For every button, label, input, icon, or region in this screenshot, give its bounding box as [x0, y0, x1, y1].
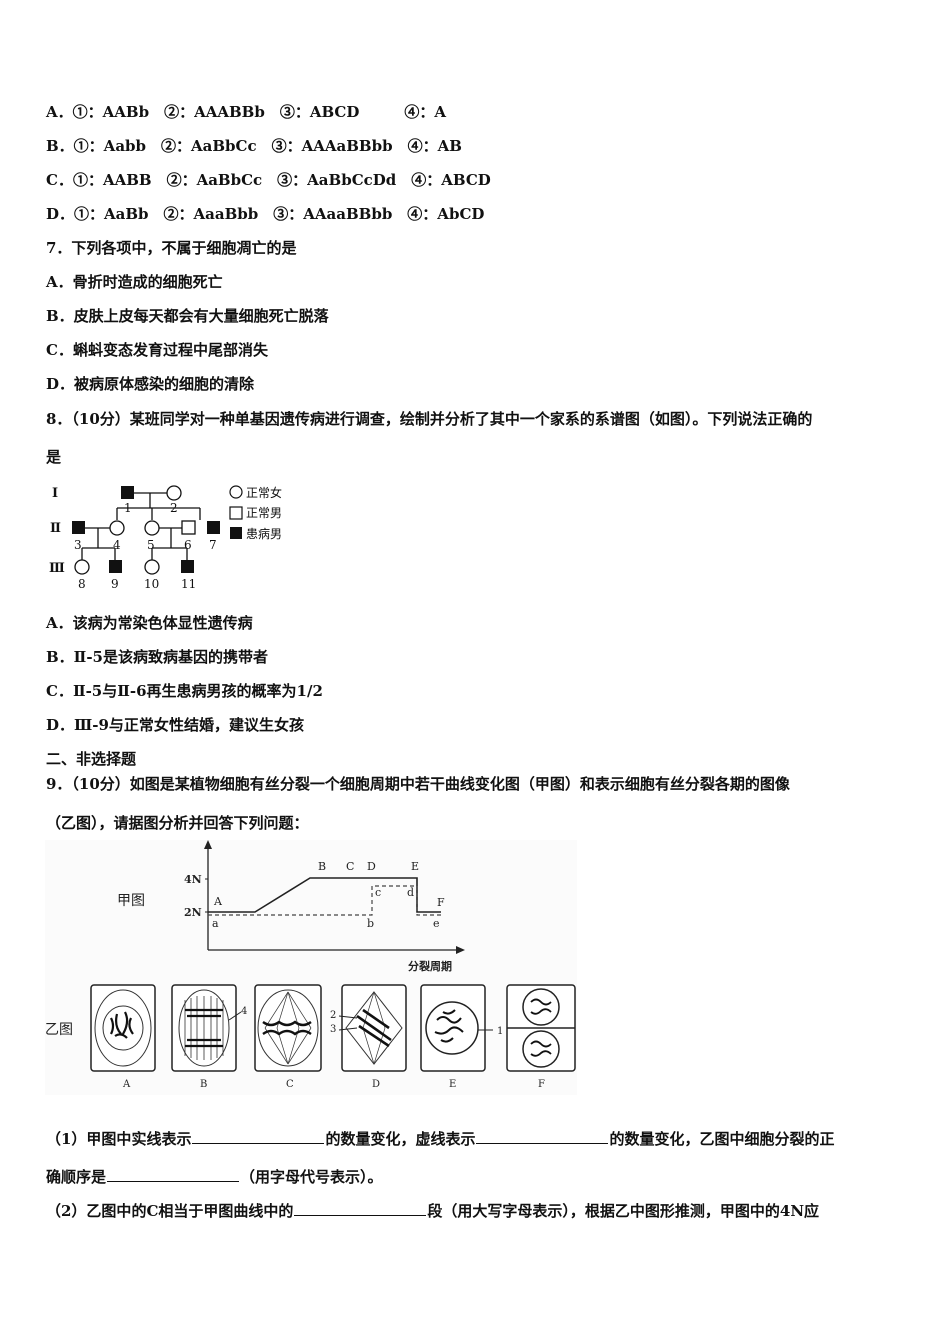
pedigree-chart: Ⅰ Ⅱ Ⅲ 1 2 3 4 5 6 7 — [49, 485, 282, 591]
q9-part1-line2: 确顺序是 （用字母代号表示）。 — [46, 1166, 383, 1187]
cell-b — [171, 984, 242, 1072]
pedigree-individual-1 — [121, 486, 134, 499]
pedigree-number-7: 7 — [209, 538, 217, 552]
cell-label-D: D — [372, 1079, 380, 1090]
cell-c — [254, 984, 322, 1072]
q6-option-b: B．①：Aabb ②：AaBbCc ③：AAAaBBbb ④：AB — [46, 137, 462, 155]
q7-option-a: A．骨折时造成的细胞死亡 — [46, 273, 223, 291]
solid-curve — [208, 877, 441, 913]
pedigree-number-2: 2 — [170, 501, 178, 515]
q7-option-c: C．蝌蚪变态发育过程中尾部消失 — [46, 341, 268, 359]
curve-label-F: F — [437, 896, 445, 909]
q8-stem-line2: 是 — [46, 448, 62, 466]
q9-stem-line1: 9．（10分）如图是某植物细胞有丝分裂一个细胞周期中若干曲线变化图（甲图）和表示… — [46, 775, 790, 793]
curve-label-c: c — [375, 886, 381, 899]
section-heading: 二、非选择题 — [46, 750, 137, 768]
pedigree-individual-11 — [181, 560, 194, 573]
pedigree-individual-6 — [181, 520, 196, 535]
jia-figure-label: 甲图 — [117, 893, 145, 909]
cell-label-B: B — [200, 1079, 207, 1090]
q7-option-b: B．皮肤上皮每天都会有大量细胞死亡脱落 — [46, 307, 329, 325]
cell-label-A: A — [122, 1079, 131, 1090]
generation-label-3: Ⅲ — [49, 561, 65, 576]
pointer-4: 4 — [241, 1006, 247, 1017]
mitosis-figure: 甲图 4N 2N A B C D E F a b c d e 分裂周期 乙图 — [45, 840, 577, 1095]
q7-stem: 7．下列各项中，不属于细胞凋亡的是 — [46, 239, 297, 257]
curve-label-B: B — [318, 860, 326, 873]
curve-label-E: E — [411, 860, 419, 873]
cell-d — [338, 984, 407, 1072]
pedigree-number-5: 5 — [147, 538, 155, 552]
legend-affected-male-icon — [230, 527, 242, 539]
q7-option-d: D．被病原体感染的细胞的清除 — [46, 375, 255, 393]
q9-part1-text-e: （用字母代号表示）。 — [240, 1168, 383, 1186]
answer-blank-1[interactable] — [192, 1129, 325, 1144]
q9-part2-line1: （2）乙图中的C相当于甲图曲线中的 段（用大写字母表示），根据乙中图形推测，甲图中… — [46, 1200, 819, 1221]
pointer-2: 2 — [330, 1010, 336, 1021]
answer-blank-2[interactable] — [476, 1129, 609, 1144]
curve-label-e: e — [433, 917, 440, 930]
q6-option-d: D．①：AaBb ②：AaaBbb ③：AAaaBBbb ④：AbCD — [46, 205, 485, 223]
yi-figure-label: 乙图 — [45, 1022, 73, 1038]
answer-blank-3[interactable] — [107, 1167, 240, 1182]
curve-label-a: a — [212, 917, 219, 930]
pedigree-individual-5 — [144, 520, 160, 536]
legend-male-icon — [229, 506, 243, 520]
legend-affected-male: 患病男 — [246, 526, 282, 541]
pedigree-number-4: 4 — [113, 538, 121, 552]
curve-label-d: d — [407, 886, 414, 899]
answer-blank-4[interactable] — [294, 1201, 427, 1216]
pointer-3: 3 — [330, 1024, 336, 1035]
curve-label-A: A — [213, 895, 223, 908]
generation-label-1: Ⅰ — [52, 486, 58, 501]
cell-e — [420, 984, 493, 1072]
q9-stem-line2: （乙图），请据图分析并回答下列问题： — [46, 814, 309, 832]
legend-female-icon — [229, 485, 243, 499]
pedigree-number-8: 8 — [78, 577, 86, 591]
curve-label-C: C — [346, 860, 354, 873]
pedigree-individual-2 — [166, 485, 182, 501]
pointer-1: 1 — [497, 1026, 503, 1037]
pedigree-individual-7 — [207, 521, 220, 534]
q6-option-c: C．①：AABB ②：AaBbCc ③：AaBbCcDd ④：ABCD — [46, 171, 491, 189]
generation-label-2: Ⅱ — [50, 521, 61, 536]
q8-option-b: B．Ⅱ-5是该病致病基因的携带者 — [46, 648, 268, 666]
q9-part1-line1: （1）甲图中实线表示 的数量变化，虚线表示 的数量变化，乙图中细胞分裂的正 — [46, 1128, 834, 1149]
pedigree-number-3: 3 — [74, 538, 82, 552]
y-tick-4n: 4N — [184, 873, 202, 886]
cell-label-F: F — [538, 1079, 545, 1090]
y-tick-2n: 2N — [184, 906, 202, 919]
pedigree-individual-10 — [144, 559, 160, 575]
q9-part1-text-d: 确顺序是 — [46, 1168, 107, 1186]
pedigree-number-6: 6 — [184, 538, 192, 552]
pedigree-number-1: 1 — [124, 501, 132, 515]
pedigree-number-11: 11 — [181, 577, 196, 591]
dashed-curve — [208, 885, 441, 916]
q6-option-a: A．①：AABb ②：AAABBb ③：ABCD ④：A — [46, 103, 447, 121]
q9-part1-text-b: 的数量变化，虚线表示 — [325, 1130, 476, 1148]
cell-a — [90, 984, 156, 1072]
q8-stem-line1: 8．（10分）某班同学对一种单基因遗传病进行调查，绘制并分析了其中一个家系的系谱… — [46, 410, 813, 428]
legend-normal-male: 正常男 — [246, 506, 282, 520]
q9-part2-text-a: （2）乙图中的C相当于甲图曲线中的 — [46, 1202, 294, 1220]
q9-part1-text-a: （1）甲图中实线表示 — [46, 1130, 192, 1148]
cell-label-C: C — [286, 1079, 294, 1090]
cell-label-E: E — [449, 1079, 456, 1090]
q9-part2-text-b: 段（用大写字母表示），根据乙中图形推测，甲图中的4N应 — [427, 1202, 820, 1220]
pedigree-individual-4 — [109, 520, 125, 536]
q8-option-d: D．Ⅲ-9与正常女性结婚，建议生女孩 — [46, 716, 304, 734]
legend-normal-female: 正常女 — [246, 485, 282, 500]
pedigree-individual-8 — [74, 559, 90, 575]
q8-option-c: C．Ⅱ-5与Ⅱ-6再生患病男孩的概率为1/2 — [46, 682, 323, 700]
q8-option-a: A．该病为常染色体显性遗传病 — [46, 614, 253, 632]
pedigree-number-10: 10 — [144, 577, 159, 591]
curve-label-D: D — [367, 860, 376, 873]
q9-part1-text-c: 的数量变化，乙图中细胞分裂的正 — [609, 1130, 835, 1148]
curve-label-b: b — [367, 917, 374, 930]
pedigree-number-9: 9 — [111, 577, 119, 591]
cell-f — [506, 984, 576, 1072]
pedigree-individual-3 — [72, 521, 85, 534]
pedigree-individual-9 — [109, 560, 122, 573]
x-axis-label: 分裂周期 — [408, 959, 452, 973]
